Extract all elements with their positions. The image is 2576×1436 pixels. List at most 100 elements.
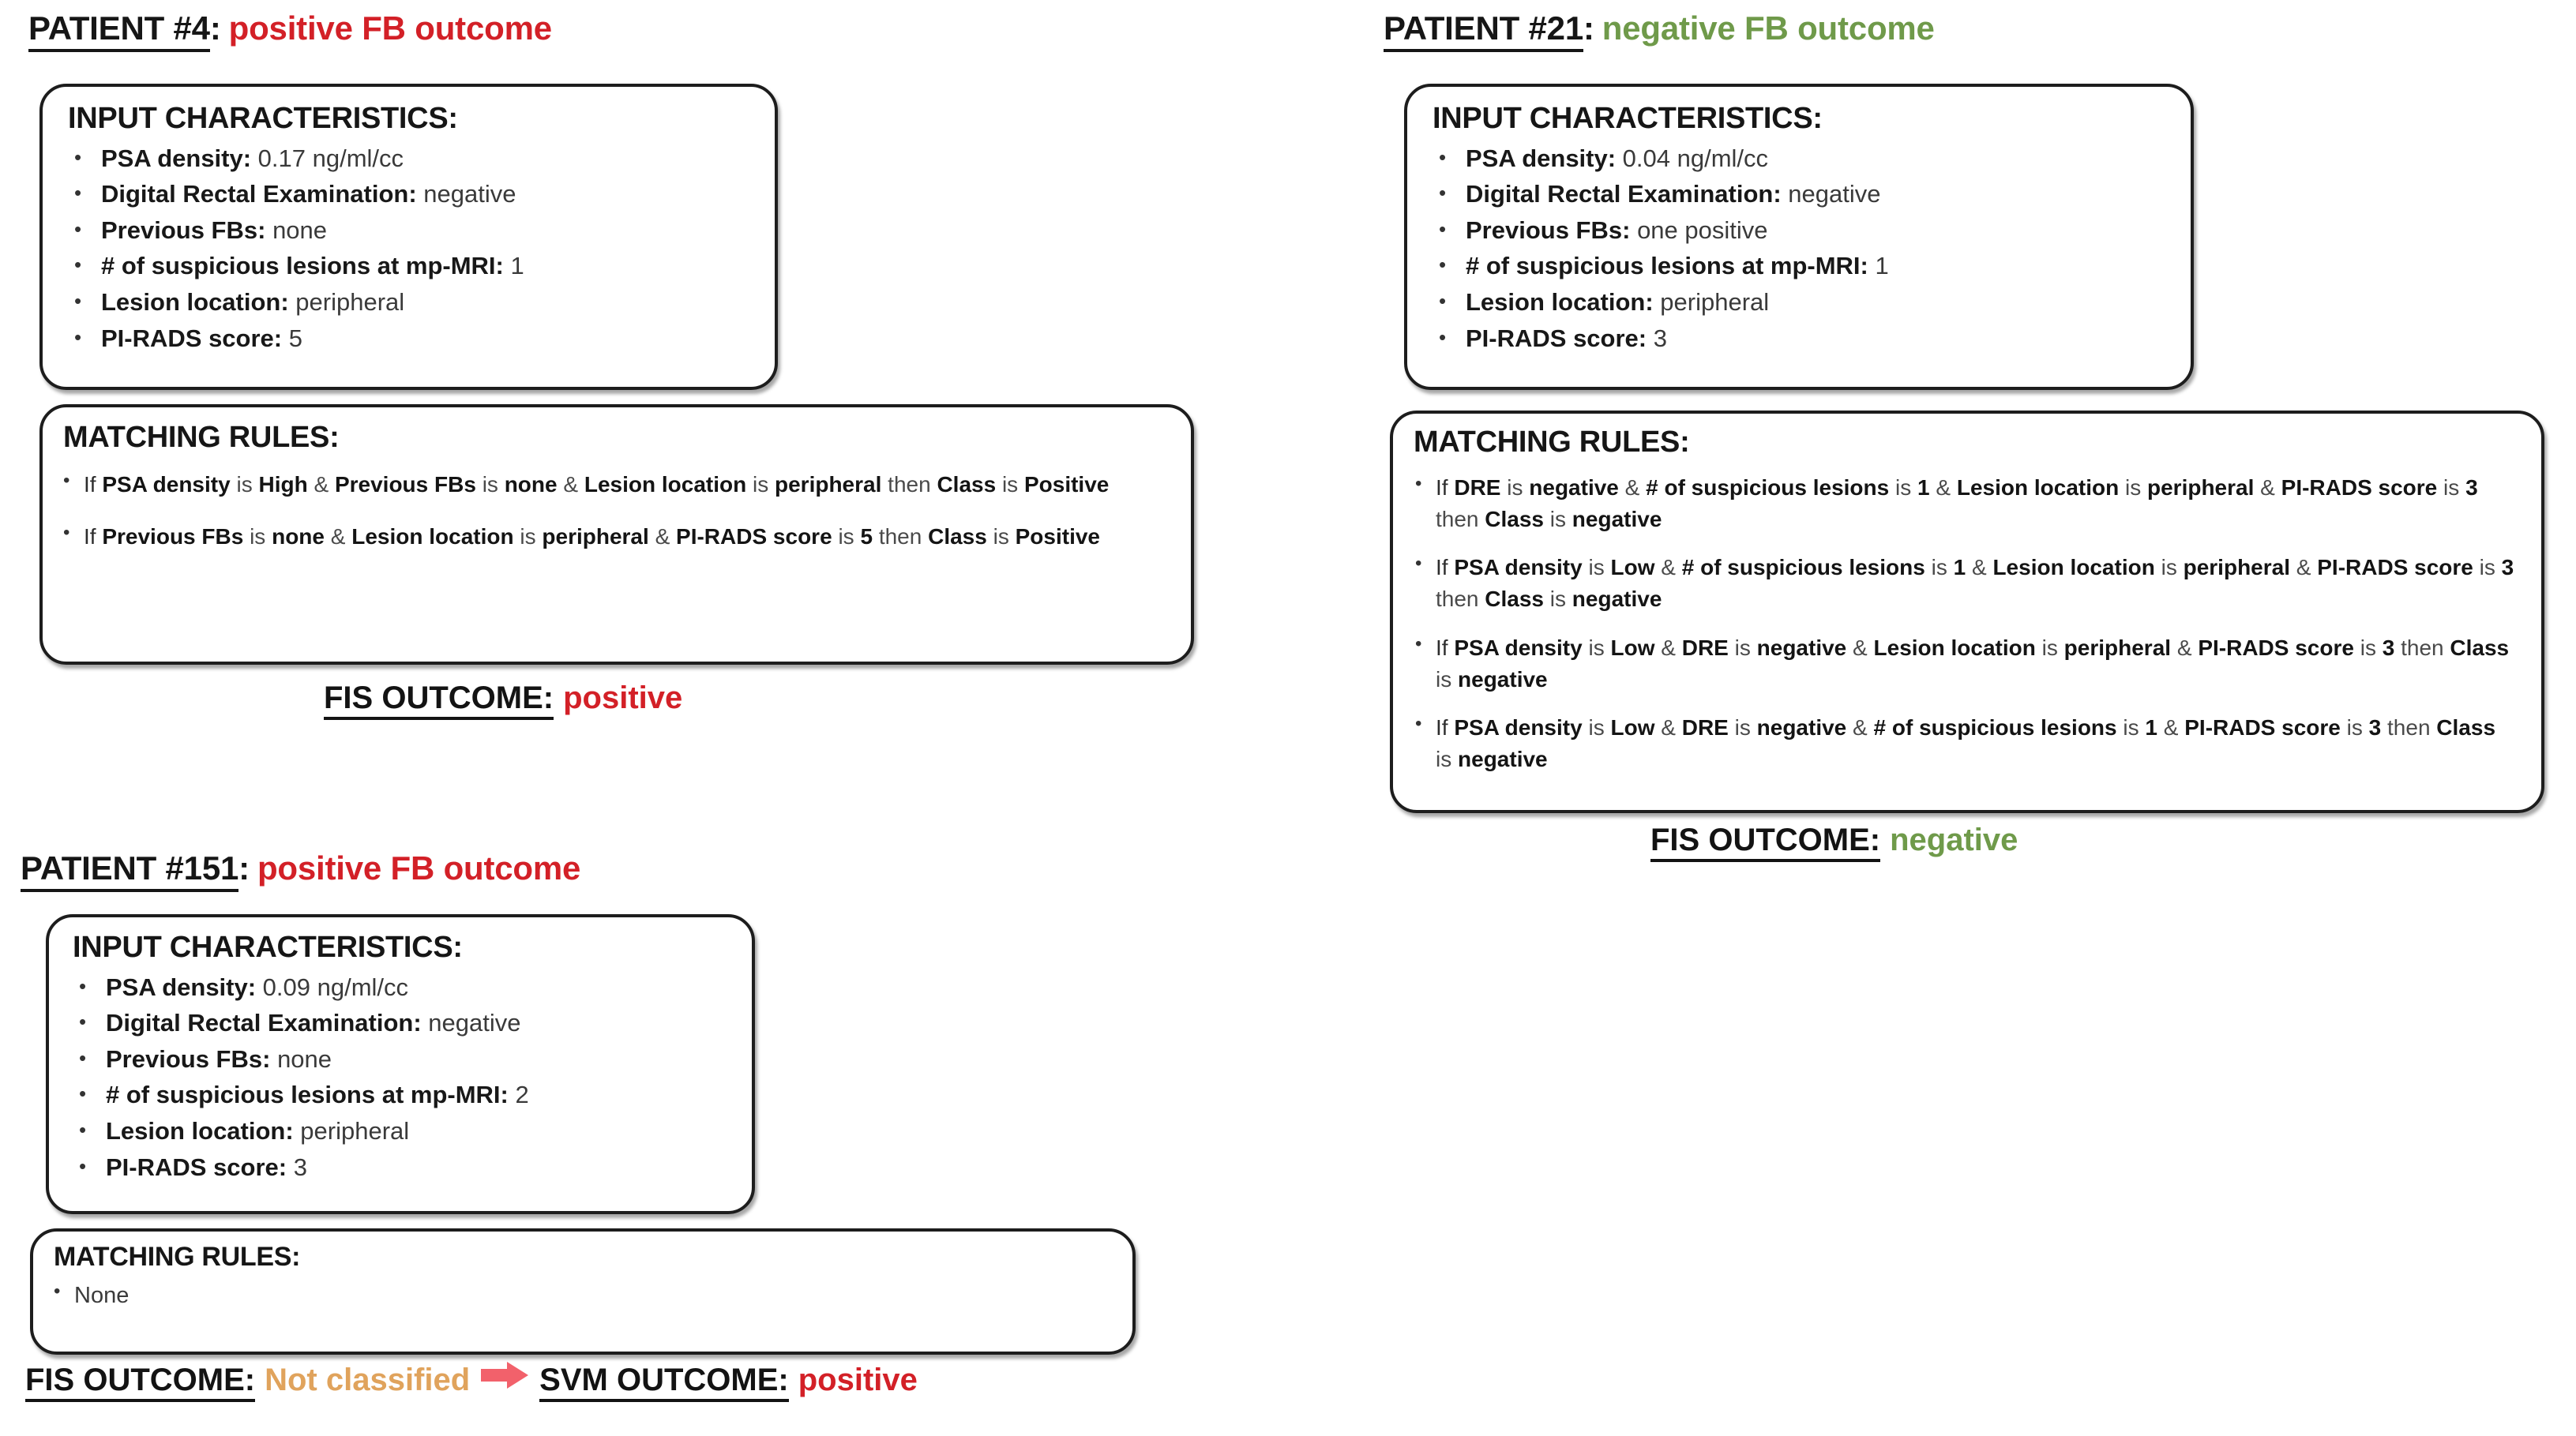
bullet-icon: •	[1415, 713, 1422, 735]
patient-151-heading: PATIENT #151:positive FB outcome	[21, 849, 581, 892]
patient-151-input-characteristics-box: INPUT CHARACTERISTICS: •PSA density: 0.0…	[46, 914, 755, 1214]
bullet-icon: •	[79, 1045, 87, 1070]
patient-4-characteristics-list: • PSA density: 0.17 ng/ml/cc • Digital Rect…	[65, 141, 775, 356]
patient-4-colon: :	[209, 9, 221, 47]
patient-151-characteristic-value: 2	[508, 1081, 529, 1109]
patient-21-rule-text: If PSA density is Low & DRE is negative …	[1436, 635, 2510, 692]
patient-21-rule-item: •If DRE is negative & # of suspicious le…	[1412, 472, 2518, 535]
bullet-icon: •	[1415, 553, 1422, 575]
patient-4-characteristic-key: Digital Rectal Examination:	[101, 180, 417, 208]
patient-21-input-characteristics-title: INPUT CHARACTERISTICS:	[1433, 102, 1823, 135]
patient-21-characteristic-key: PI-RADS score:	[1466, 324, 1647, 352]
patient-151-characteristic-key: PSA density:	[106, 973, 257, 1001]
patient-4-input-characteristics-title: INPUT CHARACTERISTICS:	[68, 102, 458, 135]
patient-21-matching-rules-box: MATCHING RULES: •If DRE is negative & # …	[1390, 411, 2544, 813]
patient-21-characteristic-value: peripheral	[1653, 288, 1770, 317]
patient-21-characteristic-value: 0.04 ng/ml/cc	[1616, 144, 1769, 172]
patient-21-input-characteristics-box: INPUT CHARACTERISTICS: • PSA density: 0.0…	[1404, 84, 2194, 390]
patient-151-fb-outcome: positive FB outcome	[257, 849, 581, 887]
patient-21-characteristic-item: • PSA density: 0.04 ng/ml/cc	[1429, 141, 2191, 177]
patient-151-characteristics-list: •PSA density: 0.09 ng/ml/cc•Digital Rect…	[69, 969, 752, 1185]
patient-4-characteristic-key: PI-RADS score:	[101, 324, 283, 352]
patient-4-characteristic-key: Previous FBs:	[101, 216, 266, 244]
bullet-icon: •	[1439, 216, 1447, 241]
patient-21-characteristic-key: Previous FBs:	[1466, 216, 1631, 244]
patient-4-characteristic-value: 1	[503, 252, 524, 280]
patient-151-characteristic-key: # of suspicious lesions at mp-MRI:	[106, 1081, 509, 1109]
patient-4-characteristic-item: • # of suspicious lesions at mp-MRI: 1	[65, 248, 775, 284]
patient-4-rule-item: •If Previous FBs is none & Lesion locati…	[60, 521, 1159, 553]
patient-21-rule-item: •If PSA density is Low & DRE is negative…	[1412, 712, 2518, 775]
patient-21-characteristic-value: one positive	[1630, 216, 1768, 244]
bullet-icon: •	[74, 144, 82, 169]
patient-21-colon: :	[1583, 9, 1594, 47]
patient-151-rule-text: None	[74, 1283, 130, 1309]
patient-21-rule-item: • If PSA density is Low & DRE is negative…	[1412, 632, 2518, 696]
patient-4-characteristic-item: • PI-RADS score: 5	[65, 321, 775, 357]
patient-151-characteristic-value: peripheral	[293, 1117, 410, 1145]
patient-151-matching-rules-title: MATCHING RULES:	[54, 1242, 301, 1272]
bullet-icon: •	[74, 253, 82, 277]
patient-21-matching-rules-title: MATCHING RULES:	[1414, 426, 1690, 459]
bullet-icon: •	[74, 324, 82, 349]
patient-4-input-characteristics-box: INPUT CHARACTERISTICS: • PSA density: 0.1…	[39, 84, 778, 390]
bullet-icon: •	[1415, 632, 1422, 654]
bullet-icon: •	[79, 1010, 87, 1034]
patient-21-characteristic-item: • PI-RADS score: 3	[1429, 321, 2191, 357]
patient-4-fis-outcome-value: positive	[563, 681, 683, 715]
right-arrow-icon	[481, 1361, 529, 1389]
patient-4-fis-outcome-label: FIS OUTCOME:	[324, 681, 554, 720]
patient-4-rule-text: If PSA density is High & Previous FBs is…	[84, 471, 1110, 497]
patient-4-characteristic-value: 0.17 ng/ml/cc	[251, 144, 404, 172]
patient-4-characteristic-value: none	[265, 216, 328, 244]
patient-151-characteristic-value: negative	[421, 1009, 521, 1037]
patient-21-fis-outcome-label: FIS OUTCOME:	[1650, 823, 1881, 862]
patient-21-characteristic-value: 3	[1647, 324, 1667, 352]
patient-21-characteristic-value: 1	[1868, 252, 1889, 280]
patient-151-characteristic-item: •Previous FBs: none	[69, 1041, 752, 1078]
bullet-icon: •	[1439, 324, 1447, 349]
patient-4-characteristic-key: # of suspicious lesions at mp-MRI:	[101, 252, 504, 280]
patient-4-characteristic-value: 5	[282, 324, 302, 352]
bullet-icon: •	[74, 216, 82, 241]
patient-21-id: PATIENT #21	[1384, 9, 1583, 52]
patient-151-characteristic-value: 0.09 ng/ml/cc	[256, 973, 409, 1001]
patient-21-characteristic-item: • Previous FBs: one positive	[1429, 212, 2191, 249]
patient-4-characteristic-item: • PSA density: 0.17 ng/ml/cc	[65, 141, 775, 177]
patient-151-svm-outcome-value: positive	[798, 1363, 918, 1397]
patient-151-rules-list: • None	[51, 1280, 1101, 1312]
patient-151-characteristic-item: •PSA density: 0.09 ng/ml/cc	[69, 969, 752, 1006]
patient-151-characteristic-item: •Lesion location: peripheral	[69, 1113, 752, 1149]
patient-21-characteristics-list: •PSA density: 0.04 ng/ml/cc•Digital Rect…	[1429, 141, 2191, 356]
patient-4-rules-list: • If PSA density is High & Previous FBs i…	[60, 469, 1159, 553]
patient-151-matching-rules-box: MATCHING RULES: • None	[30, 1228, 1136, 1355]
patient-4-rule-text: If Previous FBs is none & Lesion locatio…	[84, 523, 1100, 549]
patient-4-characteristic-key: PSA density:	[101, 144, 252, 172]
patient-21-characteristic-key: Lesion location:	[1466, 288, 1654, 317]
patient-4-characteristic-value: negative	[416, 180, 516, 208]
bullet-icon: •	[54, 1280, 61, 1303]
patient-21-characteristic-value: negative	[1781, 180, 1881, 208]
patient-4-fb-outcome: positive FB outcome	[228, 9, 552, 47]
patient-21-characteristic-key: PSA density:	[1466, 144, 1617, 172]
bullet-icon: •	[74, 181, 82, 205]
bullet-icon: •	[63, 469, 70, 491]
patient-151-outcome-row: FIS OUTCOME: Not classified SVM OUTCOME:…	[25, 1361, 918, 1402]
patient-4-characteristic-value: peripheral	[288, 288, 405, 317]
patient-21-characteristic-key: # of suspicious lesions at mp-MRI:	[1466, 252, 1868, 280]
patient-151-rule-item: • None	[51, 1280, 1101, 1312]
patient-4-heading: PATIENT #4:positive FB outcome	[28, 9, 552, 52]
patient-21-fb-outcome: negative FB outcome	[1602, 9, 1935, 47]
patient-21-rules-list: •If DRE is negative & # of suspicious le…	[1412, 472, 2518, 775]
bullet-icon: •	[1439, 144, 1447, 169]
patient-21-characteristic-item: •Lesion location: peripheral	[1429, 284, 2191, 321]
patient-151-characteristic-key: Digital Rectal Examination:	[106, 1009, 422, 1037]
patient-4-characteristic-item: •Lesion location: peripheral	[65, 284, 775, 321]
bullet-icon: •	[1439, 181, 1447, 205]
patient-151-characteristic-value: none	[270, 1044, 332, 1073]
patient-4-characteristic-item: • Digital Rectal Examination: negative	[65, 176, 775, 212]
patient-151-characteristic-key: PI-RADS score:	[106, 1153, 287, 1181]
patient-21-heading: PATIENT #21:negative FB outcome	[1384, 9, 1935, 52]
patient-4-matching-rules-box: MATCHING RULES: •If PSA density is High …	[39, 404, 1194, 665]
bullet-icon: •	[74, 289, 82, 313]
